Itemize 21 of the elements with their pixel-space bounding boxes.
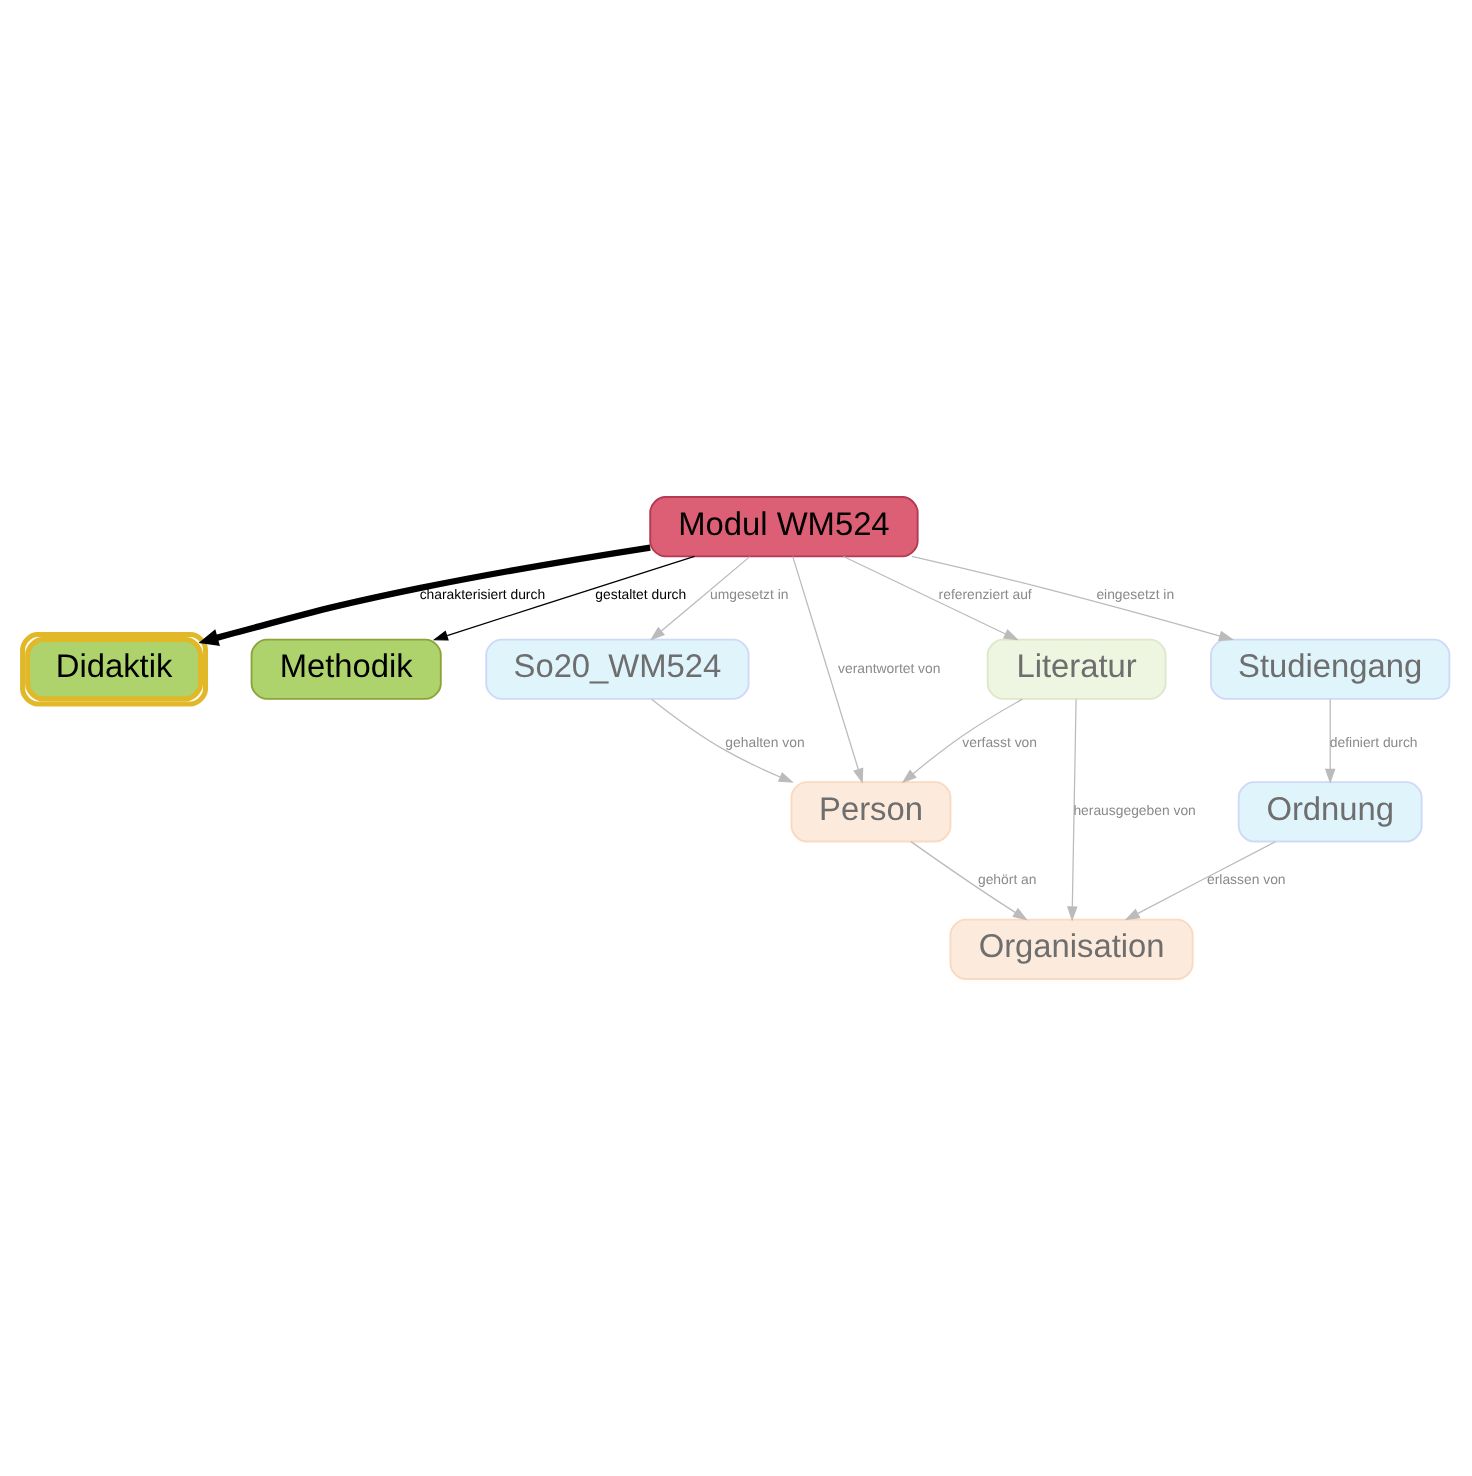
arrow <box>842 555 1019 641</box>
arrow <box>650 556 751 641</box>
arrow <box>198 544 651 646</box>
arrow <box>1067 698 1078 922</box>
node-box: Studiengang <box>1210 638 1451 700</box>
arrow <box>1124 841 1276 921</box>
node-box: Didaktik <box>20 632 209 707</box>
arrow <box>432 555 696 641</box>
node-box: Ordnung <box>1237 781 1423 843</box>
arrow <box>901 698 1023 784</box>
arrow <box>650 698 794 783</box>
node-box: Organisation <box>949 918 1194 980</box>
arrow <box>911 555 1235 642</box>
node-box: So20_WM524 <box>485 638 750 700</box>
node-box: Literatur <box>986 638 1167 700</box>
node-box: Modul WM524 <box>649 496 919 558</box>
arrow <box>792 555 864 784</box>
node-box: Methodik <box>250 638 442 700</box>
arrow <box>910 841 1028 921</box>
arrow <box>1324 698 1336 784</box>
node-box: Person <box>790 781 952 843</box>
